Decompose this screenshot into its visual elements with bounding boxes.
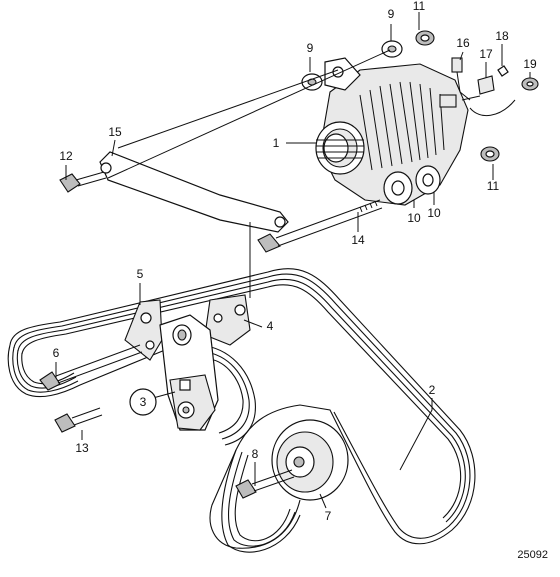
callout-10-left: 10 [407,211,421,225]
callout-12: 12 [59,149,73,163]
callout-18: 18 [495,29,509,43]
callout-13: 13 [75,441,89,455]
bolt-8 [235,469,295,499]
nut-11-lower [480,146,500,162]
callout-11-lower: 11 [487,179,500,193]
callout-2: 2 [429,383,436,397]
alternator [315,57,516,206]
nut-11-upper [415,30,435,46]
idler-pulley-7 [271,419,349,501]
callout-9-upper: 9 [388,7,395,21]
callout-6: 6 [53,346,60,360]
callouts: 1 2 3 4 5 6 7 8 9 9 10 10 11 11 12 13 14… [53,0,537,523]
tensioner-3 [159,314,219,431]
drawing-number: 25092 [517,549,548,561]
callout-17: 17 [479,47,493,61]
callout-16: 16 [456,36,470,50]
callout-15: 15 [108,125,122,139]
nut-19 [521,77,539,91]
callout-19: 19 [523,57,537,71]
callout-leaders [55,12,531,509]
bolt-12 [59,171,107,193]
bolt-6 [39,344,143,391]
bracket-4 [204,294,251,346]
assembly-leader-lines [107,49,391,298]
callout-1: 1 [273,136,280,150]
bracket-5 [124,299,163,361]
callout-7: 7 [325,509,332,523]
callout-9-left: 9 [307,41,314,55]
callout-4: 4 [267,319,274,333]
washer-9-upper [381,40,403,58]
bolt-14 [257,199,383,253]
callout-3: 3 [140,395,147,409]
callout-14: 14 [351,233,365,247]
callout-5: 5 [137,267,144,281]
callout-10-right: 10 [427,206,441,220]
callout-11-upper: 11 [413,0,426,13]
drive-belt [7,268,476,553]
cable-16 [451,57,471,101]
clip-17 [477,75,495,95]
callout-8: 8 [252,447,259,461]
brace-15 [99,151,289,233]
screw-18 [497,65,509,77]
bolt-13 [54,407,103,433]
callout-3-circle [129,388,157,416]
